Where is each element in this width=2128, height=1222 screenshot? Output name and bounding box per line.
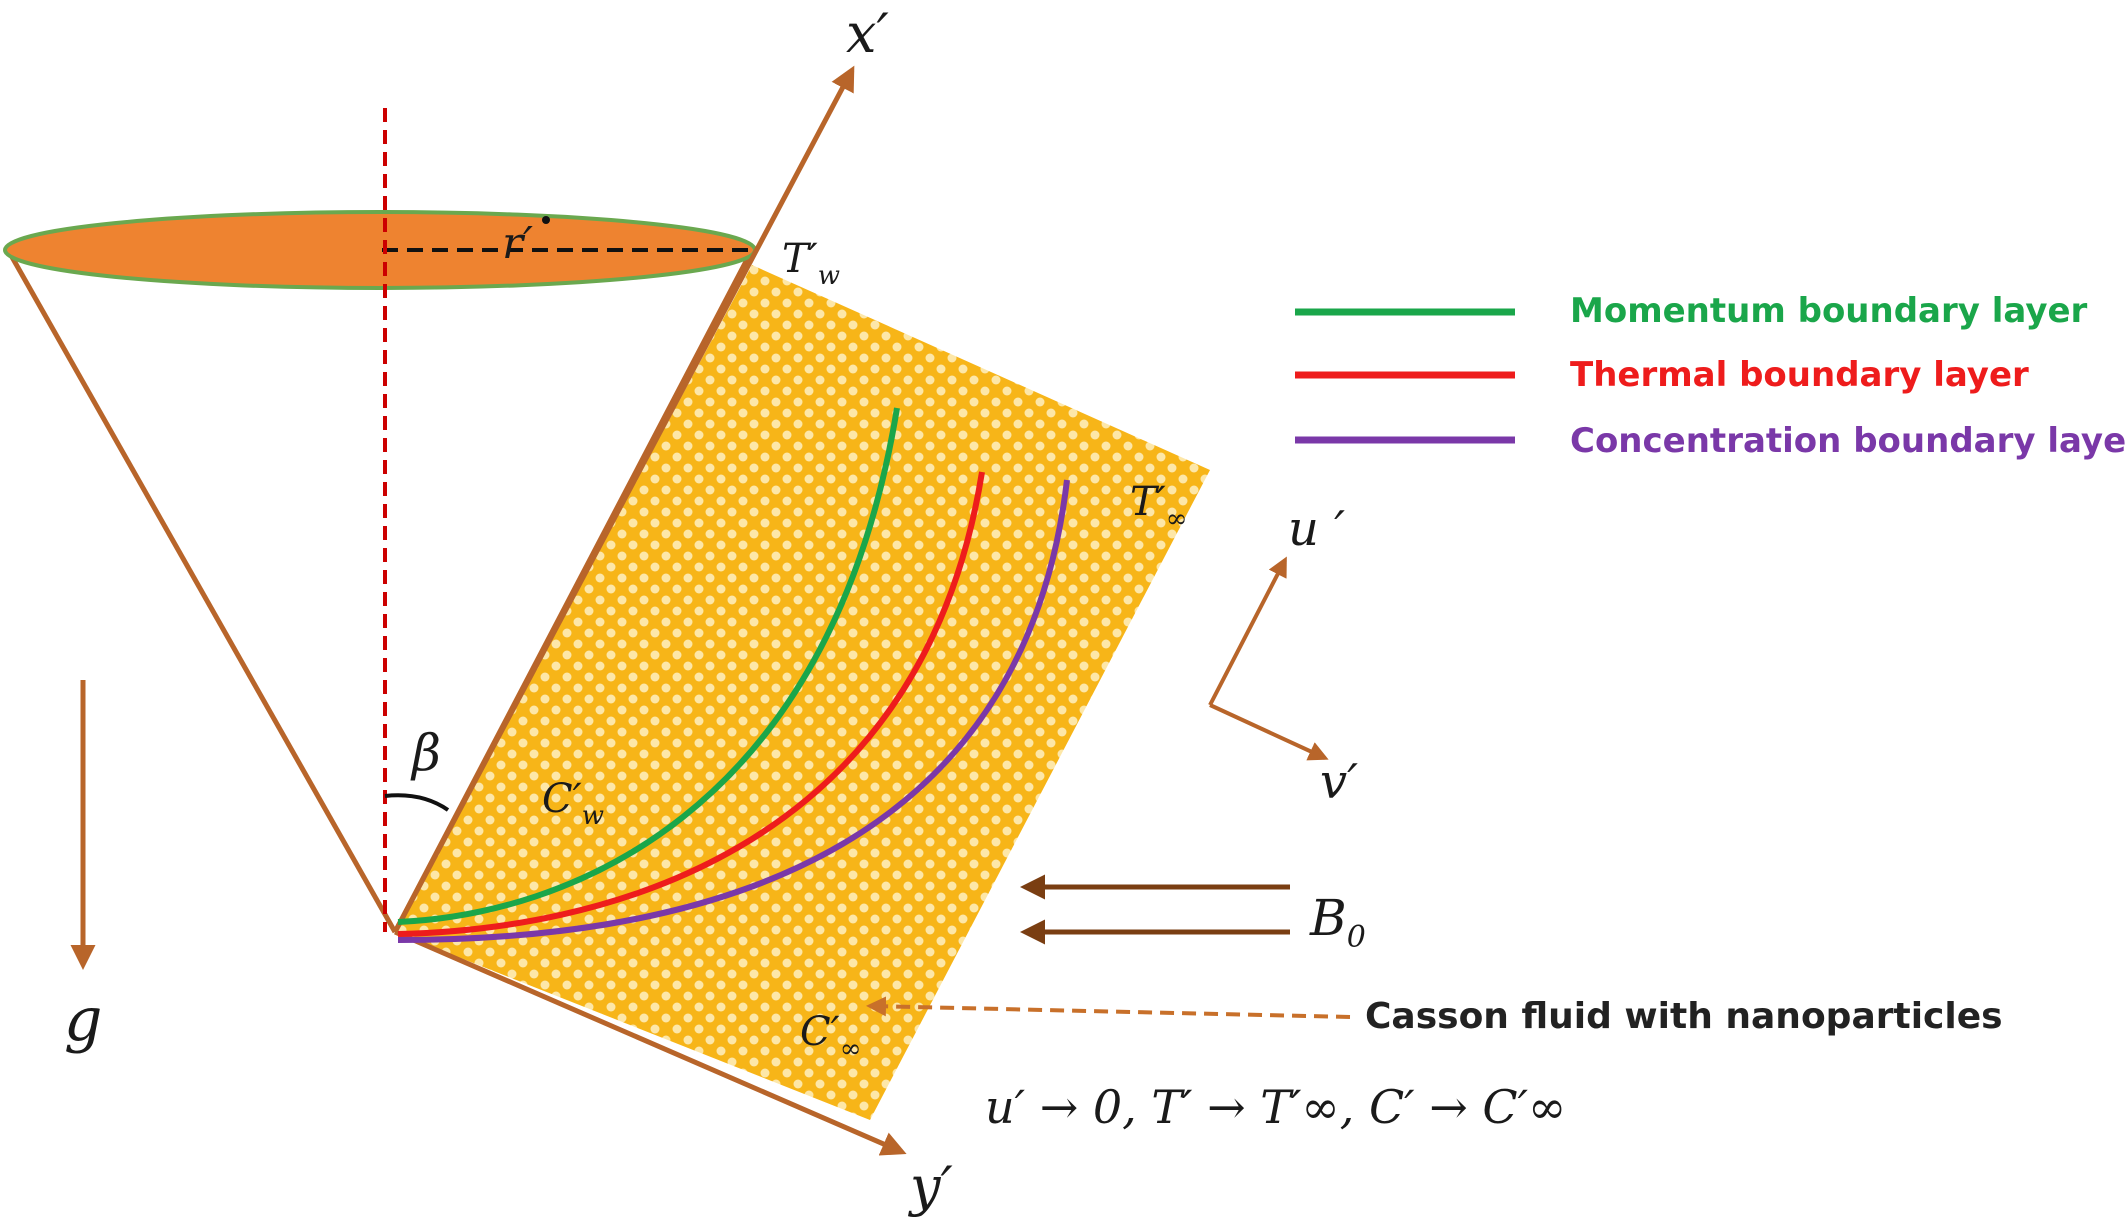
fluid-caption: Casson fluid with nanoparticles — [1365, 996, 2003, 1037]
x-axis-arrow — [392, 65, 855, 934]
legend-label-concentration: Concentration boundary layer — [1570, 421, 2128, 461]
ambient-temp-label: T′∞ — [1130, 479, 1187, 534]
y-axis-arrow — [394, 929, 907, 1156]
momentum-boundary-curve — [397, 407, 900, 925]
v-velocity-arrow — [1209, 703, 1329, 761]
gravity-label: g — [64, 985, 102, 1055]
concentration-boundary-curve — [397, 479, 1070, 943]
legend: Momentum boundary layer Thermal boundary… — [1295, 291, 2128, 461]
v-velocity-label: v′ — [1320, 754, 1358, 810]
thermal-boundary-curve — [397, 471, 985, 937]
u-velocity-label: u ′ — [1288, 501, 1345, 557]
angle-label: β — [410, 724, 441, 782]
boundary-conditions: u′ → 0, T′ → T′∞, C′ → C′∞ — [985, 1080, 1566, 1134]
legend-label-thermal: Thermal boundary layer — [1570, 355, 2029, 395]
angle-arc — [384, 793, 450, 812]
cone-left-side — [5, 248, 398, 934]
magnetic-field-label: B0 — [1309, 889, 1366, 955]
fluid-caption-arrow — [866, 996, 1351, 1019]
radius-label: r′ — [502, 218, 533, 269]
legend-label-momentum: Momentum boundary layer — [1570, 291, 2088, 331]
u-velocity-arrow — [1208, 556, 1287, 706]
wall-conc-label: C′w — [542, 776, 604, 831]
x-axis-label: x′ — [846, 2, 889, 65]
radius-dot — [542, 216, 550, 224]
y-axis-label: y′ — [908, 1155, 953, 1218]
ambient-conc-label: C′∞ — [800, 1009, 861, 1064]
wall-temp-label: T′w — [782, 236, 840, 291]
boundary-layer-plate — [395, 265, 1210, 1120]
